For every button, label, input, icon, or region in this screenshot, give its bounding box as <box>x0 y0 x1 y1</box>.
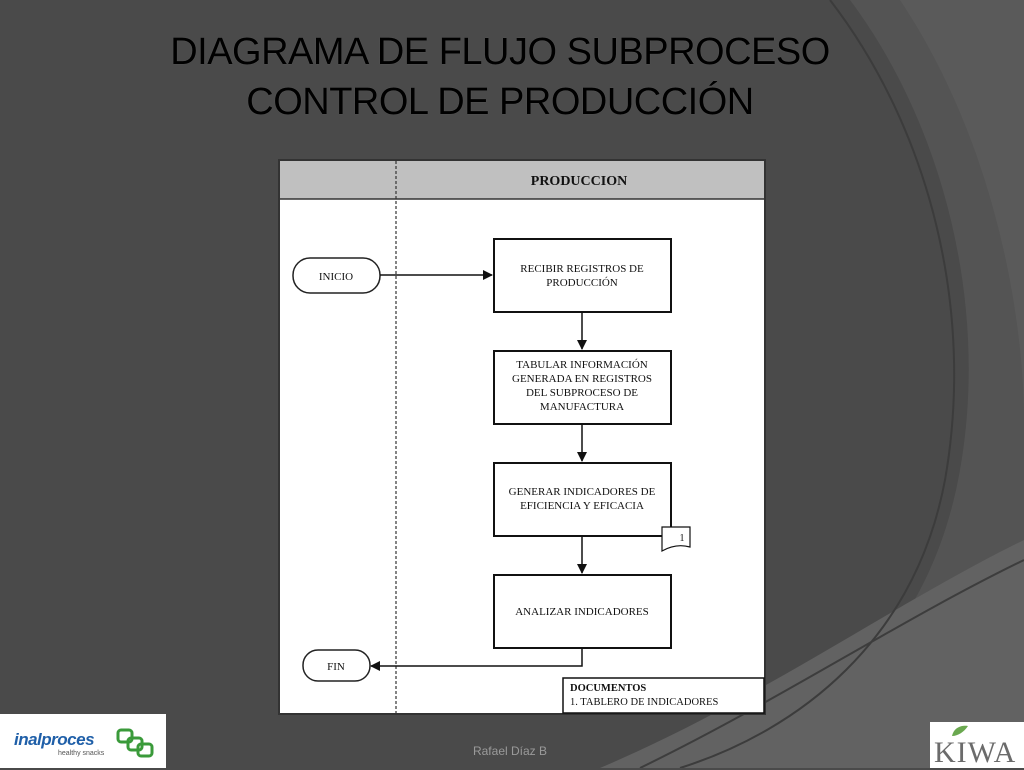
kiwa-logo: KIWA <box>930 722 1024 769</box>
documents-box <box>562 677 765 714</box>
slide-title-line-2: CONTROL DE PRODUCCIÓN <box>246 81 754 123</box>
step-2-line-1: TABULAR INFORMACIÓN <box>516 359 647 371</box>
end-terminator <box>302 649 371 682</box>
arrow-step-4-to-end <box>370 648 583 671</box>
step-2-line-4: MANUFACTURA <box>540 401 624 413</box>
inalproces-tagline: healthy snacks <box>58 750 105 757</box>
lane-header: PRODUCCION <box>531 174 627 189</box>
process-step-2 <box>493 350 672 425</box>
end-label: FIN <box>327 661 345 673</box>
documents-title: DOCUMENTOS <box>570 683 646 694</box>
step-4-line-1: ANALIZAR INDICADORES <box>515 606 649 618</box>
document-reference-icon <box>661 526 691 553</box>
slide-footer-author: Rafael Díaz B <box>472 744 548 758</box>
start-label: INICIO <box>319 271 353 283</box>
inalproces-wordmark: inalproces <box>14 730 95 749</box>
documents-item: 1. TABLERO DE INDICADORES <box>570 697 718 708</box>
step-2-line-3: DEL SUBPROCESO DE <box>526 387 638 399</box>
kiwa-wordmark: KIWA <box>934 736 1017 769</box>
step-1-line-1: RECIBIR REGISTROS DE <box>520 263 644 275</box>
kiwa-leaf-icon <box>952 725 968 736</box>
inalproces-mark-icon <box>116 728 154 758</box>
document-reference-number: 1 <box>680 533 685 544</box>
step-3-line-2: EFICIENCIA Y EFICACIA <box>520 500 644 512</box>
step-1-line-2: PRODUCCIÓN <box>546 277 618 289</box>
lane-header-bar <box>280 161 764 199</box>
step-2-line-2: GENERADA EN REGISTROS <box>512 373 652 385</box>
process-step-1 <box>493 238 672 313</box>
process-step-3 <box>493 462 672 537</box>
step-3-line-1: GENERAR INDICADORES DE <box>509 486 656 498</box>
slide-title-line-1: DIAGRAMA DE FLUJO SUBPROCESO <box>170 31 830 73</box>
inalproces-logo: inalproces healthy snacks <box>0 714 166 768</box>
